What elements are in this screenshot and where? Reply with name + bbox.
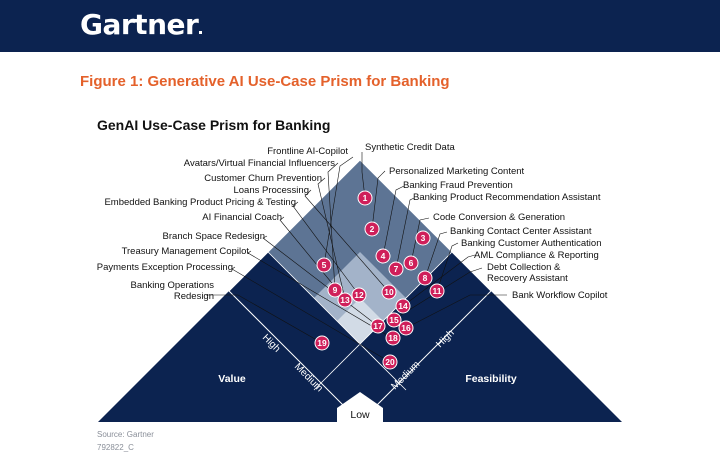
svg-text:3: 3 [421,233,426,243]
header-bar: Gartner [0,0,720,52]
grid-line [267,251,407,391]
label-uc-8: Banking Contact Center Assistant [450,226,592,237]
badge-10[interactable]: 10 [381,284,397,300]
badge-12[interactable]: 12 [351,287,367,303]
badge-3[interactable]: 3 [415,230,431,246]
leader-15 [392,267,483,321]
leader-8 [424,231,448,279]
label-uc-3: Banking Fraud Prevention [403,180,513,191]
label-uc-6: Code Conversion & Generation [433,212,565,223]
badge-20[interactable]: 20 [382,354,398,370]
label-uc-10: Loans Processing [233,185,309,196]
svg-text:2: 2 [370,224,375,234]
label-uc-4: Banking Product Recommendation Assistant [413,192,601,203]
leader-7 [327,162,339,291]
use-case-badges: 1 2 3 4 5 6 7 8 9 10 11 12 13 14 15 16 1… [314,190,445,370]
low-label: Low [350,409,370,421]
value-axis-label: Value [218,373,246,385]
leader-4 [395,197,415,270]
label-uc-14: AML Compliance & Reporting [474,250,599,261]
leader-6 [410,217,430,264]
leader-9 [317,177,346,300]
svg-text:8: 8 [423,273,428,283]
source-note: Source: Gartner [97,430,154,439]
label-uc-7: Avatars/Virtual Financial Influencers [184,158,335,169]
use-case-labels: Frontline AI-Copilot Synthetic Credit Da… [97,142,608,302]
badge-11[interactable]: 11 [429,283,445,299]
leader-12 [292,201,360,296]
badge-16[interactable]: 16 [398,320,414,336]
figure-title: Figure 1: Generative AI Use-Case Prism f… [80,73,450,90]
svg-text:1: 1 [363,193,368,203]
badge-17[interactable]: 17 [370,318,386,334]
badge-8[interactable]: 8 [417,270,433,286]
label-uc-13: AI Financial Coach [202,212,282,223]
gartner-logo: Gartner [80,8,203,41]
label-uc-5: Frontline AI-Copilot [267,146,348,157]
svg-text:10: 10 [384,287,394,297]
svg-text:20: 20 [385,357,395,367]
label-uc-12: Embedded Banking Product Pricing & Testi… [104,197,296,208]
feasibility-axis-label: Feasibility [465,373,517,385]
label-uc-2: Personalized Marketing Content [389,166,525,177]
leader-20 [231,266,391,363]
badge-5[interactable]: 5 [316,257,332,273]
label-uc-20: Payments Exception Processing [97,262,233,273]
svg-text:15: 15 [389,315,399,325]
svg-text:16: 16 [401,323,411,333]
svg-text:13: 13 [340,295,350,305]
svg-text:7: 7 [394,264,399,274]
badge-4[interactable]: 4 [375,248,391,264]
svg-text:11: 11 [433,286,442,296]
badge-2[interactable]: 2 [364,221,380,237]
badge-14[interactable]: 14 [395,298,411,314]
label-uc-9: Customer Churn Prevention [204,173,322,184]
svg-text:6: 6 [409,258,414,268]
label-uc-11: Banking Customer Authentication [461,238,601,249]
leader-16 [405,294,507,329]
leader-13 [279,216,346,300]
leader-10 [304,189,390,293]
leader-14 [402,254,476,307]
label-uc-18: Treasury Management Copilot [122,246,250,257]
badge-15[interactable]: 15 [386,312,402,328]
label-uc-15: Debt Collection &Recovery Assistant [487,262,568,284]
leader-1 [361,152,366,199]
leader-19 [206,294,323,344]
badge-1[interactable]: 1 [357,190,373,206]
svg-text:12: 12 [354,290,364,300]
badge-9[interactable]: 9 [327,282,343,298]
badge-18[interactable]: 18 [385,330,401,346]
svg-text:14: 14 [398,301,408,311]
figure-code: 792822_C [97,443,134,452]
svg-text:5: 5 [322,260,327,270]
svg-text:18: 18 [388,333,398,343]
low-notch [337,392,383,422]
leader-2 [371,170,386,230]
badge-7[interactable]: 7 [388,261,404,277]
diagram-title: GenAI Use-Case Prism for Banking [97,117,331,133]
label-uc-16: Bank Workflow Copilot [512,290,608,301]
svg-text:4: 4 [381,251,386,261]
label-uc-1: Synthetic Credit Data [365,142,455,153]
svg-text:17: 17 [373,321,383,331]
badge-19[interactable]: 19 [314,335,330,351]
leader-18 [247,250,393,339]
svg-text:19: 19 [317,338,327,348]
svg-text:9: 9 [333,285,338,295]
leader-3 [382,185,405,257]
leader-11 [436,242,459,292]
label-uc-17: Branch Space Redesign [163,231,265,242]
badge-13[interactable]: 13 [337,292,353,308]
badge-6[interactable]: 6 [403,255,419,271]
